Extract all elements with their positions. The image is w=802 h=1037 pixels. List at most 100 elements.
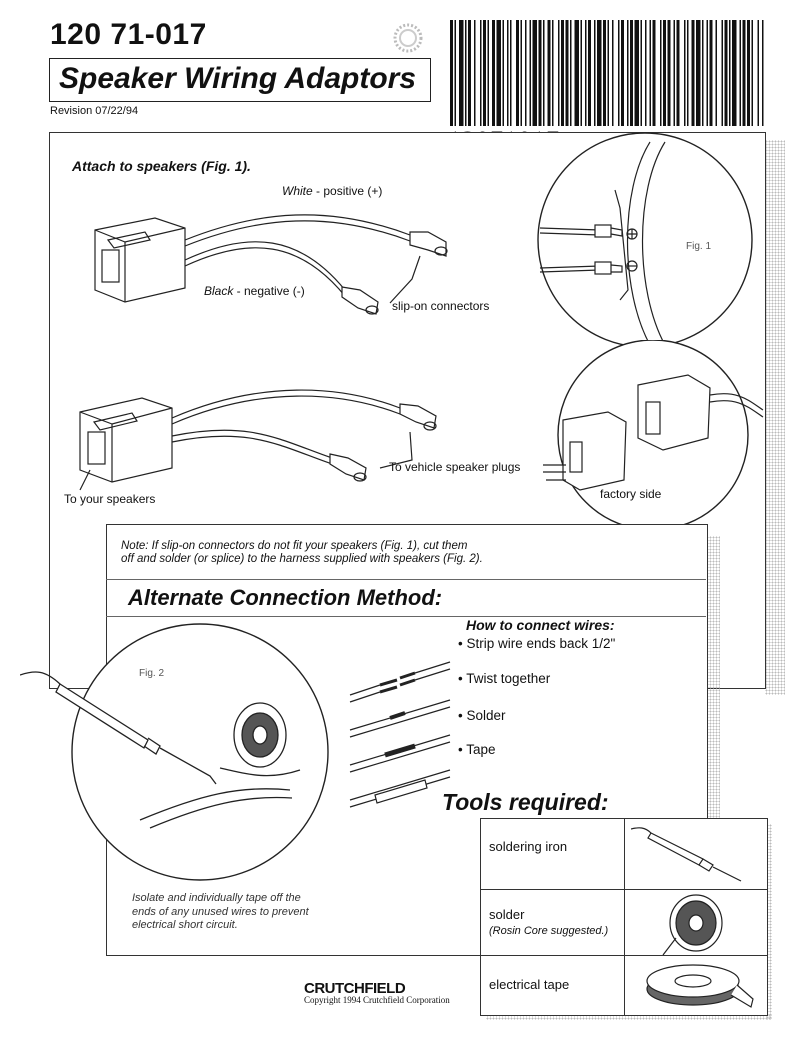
barcode-bar — [676, 20, 680, 126]
barcode-bar — [696, 20, 701, 126]
barcode-bar — [450, 20, 453, 126]
tools-heading: Tools required: — [442, 789, 609, 815]
barcode-bar — [459, 20, 464, 126]
barcode-bar — [558, 20, 560, 126]
barcode-bar — [538, 20, 542, 126]
barcode-bar — [751, 20, 753, 126]
barcode-bar — [660, 20, 662, 126]
panel-shadow — [765, 140, 785, 695]
tool-solder: solder — [489, 907, 525, 922]
electrical-tape-icon — [646, 964, 754, 1008]
barcode-bar — [474, 20, 476, 126]
tools-row-divider — [481, 955, 767, 956]
slip-on-connectors-label: slip-on connectors — [392, 299, 490, 313]
barcode-bar — [585, 20, 587, 126]
barcode-bar — [627, 20, 629, 126]
barcode-bar — [561, 20, 564, 126]
black-wire-label: Black - negative (-) — [204, 284, 305, 298]
alternate-heading: Alternate Connection Method: — [128, 585, 443, 610]
barcode-bar — [468, 20, 471, 126]
title-box: Speaker Wiring Adaptors — [49, 58, 431, 102]
barcode-bar — [630, 20, 633, 126]
tools-table: soldering iron solder (Rosin Core sugges… — [480, 818, 768, 1016]
tool-soldering-iron: soldering iron — [489, 839, 568, 854]
tools-shadow — [766, 824, 772, 1020]
barcode-bar — [732, 20, 737, 126]
barcode-bar — [594, 20, 596, 126]
how-to-heading: How to connect wires: — [466, 617, 615, 633]
attach-heading: Attach to speakers (Fig. 1). — [72, 158, 251, 174]
barcode-bar — [684, 20, 686, 126]
fig1-speaker-circle — [537, 132, 753, 348]
barcode-bar — [715, 20, 717, 126]
barcode-bar — [645, 20, 647, 126]
brand-logo: CRUTCHFIELD — [304, 980, 406, 997]
barcode-bar — [742, 20, 746, 126]
barcode-bar — [687, 20, 689, 126]
adapter-harness-illustration — [79, 214, 448, 491]
badge-icon — [393, 23, 423, 53]
barcode-bar — [507, 20, 509, 126]
note-text: Note: If slip-on connectors do not fit y… — [121, 540, 483, 565]
tools-shadow — [486, 1014, 772, 1020]
wire-steps-illustration — [349, 661, 451, 808]
barcode-bar — [757, 20, 759, 126]
barcode-bar — [762, 20, 764, 126]
factory-side-circle — [543, 340, 764, 531]
barcode-bar — [640, 20, 642, 126]
barcode-bar — [502, 20, 504, 126]
barcode-bar — [574, 20, 579, 126]
barcode-bar — [702, 20, 704, 126]
barcode-bar — [520, 20, 522, 126]
solder-spool-icon — [662, 894, 723, 955]
barcode-bar — [618, 20, 620, 126]
barcode-bar — [465, 20, 467, 126]
barcode-bar — [709, 20, 713, 126]
factory-side-label: factory side — [600, 487, 662, 501]
part-number: 120 71-017 — [50, 18, 207, 51]
barcode-bar — [721, 20, 723, 126]
tool-solder-note: (Rosin Core suggested.) — [489, 925, 609, 937]
barcode-bar — [480, 20, 482, 126]
barcode-bar — [649, 20, 651, 126]
step-strip: • Strip wire ends back 1/2" — [458, 636, 616, 651]
your-speakers-label: To your speakers — [64, 492, 156, 506]
barcode-bar — [691, 20, 695, 126]
soldering-iron-icon — [631, 827, 742, 882]
barcode-bar — [663, 20, 666, 126]
barcode-bar — [516, 20, 519, 126]
fig1-label: Fig. 1 — [686, 241, 712, 252]
barcode-bar — [570, 20, 572, 126]
barcode-bar — [612, 20, 614, 126]
step-tape: • Tape — [458, 742, 496, 757]
barcode-bar — [532, 20, 537, 126]
tool-electrical-tape: electrical tape — [489, 977, 570, 992]
barcode-bar — [547, 20, 551, 126]
step-solder: • Solder — [458, 708, 506, 723]
barcode-bar — [621, 20, 624, 126]
barcode-bar — [454, 20, 456, 126]
document-title: Speaker Wiring Adaptors — [59, 62, 417, 95]
barcode-bar — [529, 20, 531, 126]
harness-plug-top — [94, 217, 186, 303]
isolate-note: Isolate and individually tape off the en… — [132, 892, 309, 931]
fig2-soldering-circle — [20, 623, 329, 881]
barcode-bar — [673, 20, 675, 126]
tools-column-divider — [624, 819, 625, 1015]
fig2-label: Fig. 2 — [139, 668, 165, 679]
barcode-bar — [597, 20, 602, 126]
barcode — [450, 20, 764, 126]
barcode-bar — [525, 20, 527, 126]
revision-date: Revision 07/22/94 — [50, 105, 139, 117]
barcode-bar — [510, 20, 512, 126]
vehicle-plugs-label: To vehicle speaker plugs — [389, 460, 521, 474]
barcode-bar — [543, 20, 545, 126]
harness-plug-bottom — [79, 397, 173, 483]
barcode-bar — [487, 20, 489, 126]
barcode-bar — [603, 20, 606, 126]
divider — [106, 616, 706, 617]
white-wire-label: White - positive (+) — [282, 184, 383, 198]
copyright: Copyright 1994 Crutchfield Corporation — [304, 995, 450, 1005]
barcode-bar — [607, 20, 609, 126]
barcode-bar — [729, 20, 731, 126]
